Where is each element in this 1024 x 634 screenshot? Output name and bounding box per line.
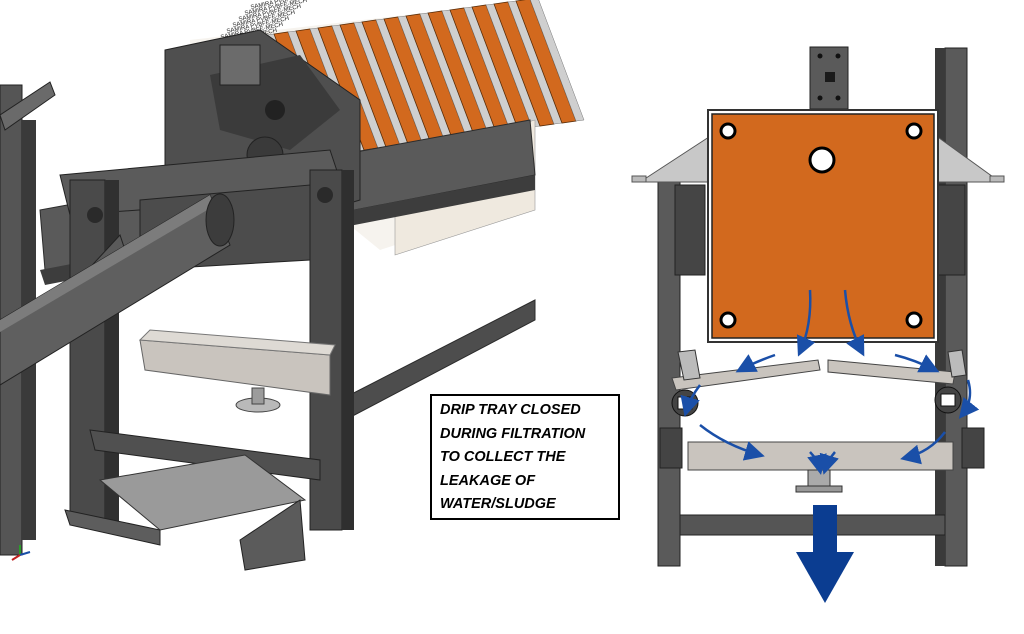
drip-tray-callout: DRIP TRAY CLOSED DURING FILTRATION TO CO… xyxy=(430,394,620,520)
lower-crossbar xyxy=(679,514,946,536)
callout-line-4: LEAKAGE OF xyxy=(440,472,536,489)
callout-line-5: WATER/SLUDGE xyxy=(440,496,556,512)
filter-plate-edge xyxy=(530,0,585,122)
hydraulic-cylinder xyxy=(0,193,235,386)
callout-line-1: DRIP TRAY CLOSED xyxy=(440,402,581,418)
drip-tray-flaps xyxy=(671,349,967,417)
flow-arrows xyxy=(680,289,980,475)
drip-tray xyxy=(138,329,336,396)
callout-line-2: DURING FILTRATION xyxy=(440,425,586,442)
floor-plate xyxy=(64,387,307,571)
front-view xyxy=(631,46,1005,603)
drain-arrow xyxy=(796,505,854,603)
right-post xyxy=(944,47,968,567)
callout-line-3: TO COLLECT THE xyxy=(440,449,566,465)
axis-triad-icon xyxy=(11,545,31,561)
plate-rail-left xyxy=(638,134,713,183)
filter-plate xyxy=(707,109,939,343)
feed-hole xyxy=(808,146,836,174)
